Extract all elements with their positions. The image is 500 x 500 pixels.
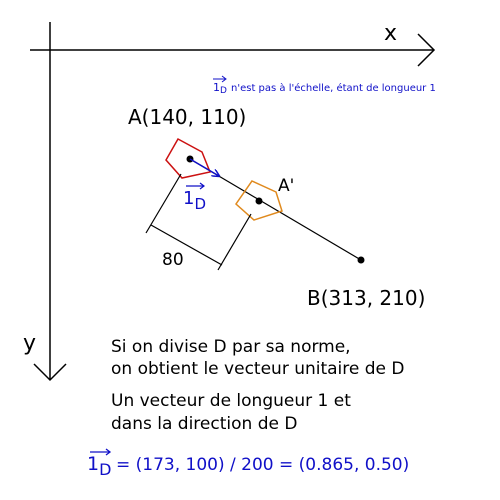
explanation-line-4: dans la direction de D (111, 414, 297, 434)
explanation-line-2: on obtient le vecteur unitaire de D (111, 359, 405, 379)
explanation-line-1: Si on divise D par sa norme, (111, 337, 351, 357)
distance-measurement: 80 (145, 173, 252, 271)
unit-vector-label: 1D (183, 182, 206, 213)
measure-line-at-a-prime (217, 213, 252, 271)
formula-symbol-arrowhead (105, 448, 112, 456)
scale-note-text: n'est pas à l'échelle, étant de longueur… (231, 82, 436, 94)
point-b-label: B(313, 210) (307, 286, 425, 310)
x-axis: x (30, 21, 436, 67)
scale-note-arrowhead (221, 75, 227, 83)
formula: 1D = (173, 100) / 200 = (0.865, 0.50) (87, 448, 409, 479)
point-a-prime (255, 197, 263, 205)
formula-expression: = (173, 100) / 200 = (0.865, 0.50) (116, 455, 409, 475)
unit-vector-symbol-arrowhead (199, 182, 205, 190)
formula-symbol: 1D (87, 453, 111, 479)
scale-note: 1D n'est pas à l'échelle, étant de longu… (213, 75, 436, 96)
point-a-label: A(140, 110) (128, 105, 246, 129)
measure-connector (150, 224, 223, 266)
unit-vector-symbol: 1D (183, 188, 206, 213)
unit-vector-arrow (189, 158, 219, 176)
explanation: Si on divise D par sa norme, on obtient … (111, 337, 405, 434)
x-axis-arrowhead (417, 33, 436, 67)
explanation-line-3: Un vecteur de longueur 1 et (111, 391, 351, 411)
distance-label: 80 (162, 250, 184, 270)
y-axis-label: y (23, 331, 36, 356)
scale-note-symbol: 1D (213, 81, 227, 96)
shape-at-a (165, 137, 212, 179)
point-b (357, 256, 365, 264)
y-axis: y (23, 22, 67, 382)
y-axis-arrowhead (33, 363, 67, 382)
x-axis-label: x (384, 21, 397, 46)
shape-at-a-prime (235, 180, 283, 221)
measure-line-at-a (145, 173, 182, 234)
point-a-prime-label: A' (278, 176, 294, 196)
